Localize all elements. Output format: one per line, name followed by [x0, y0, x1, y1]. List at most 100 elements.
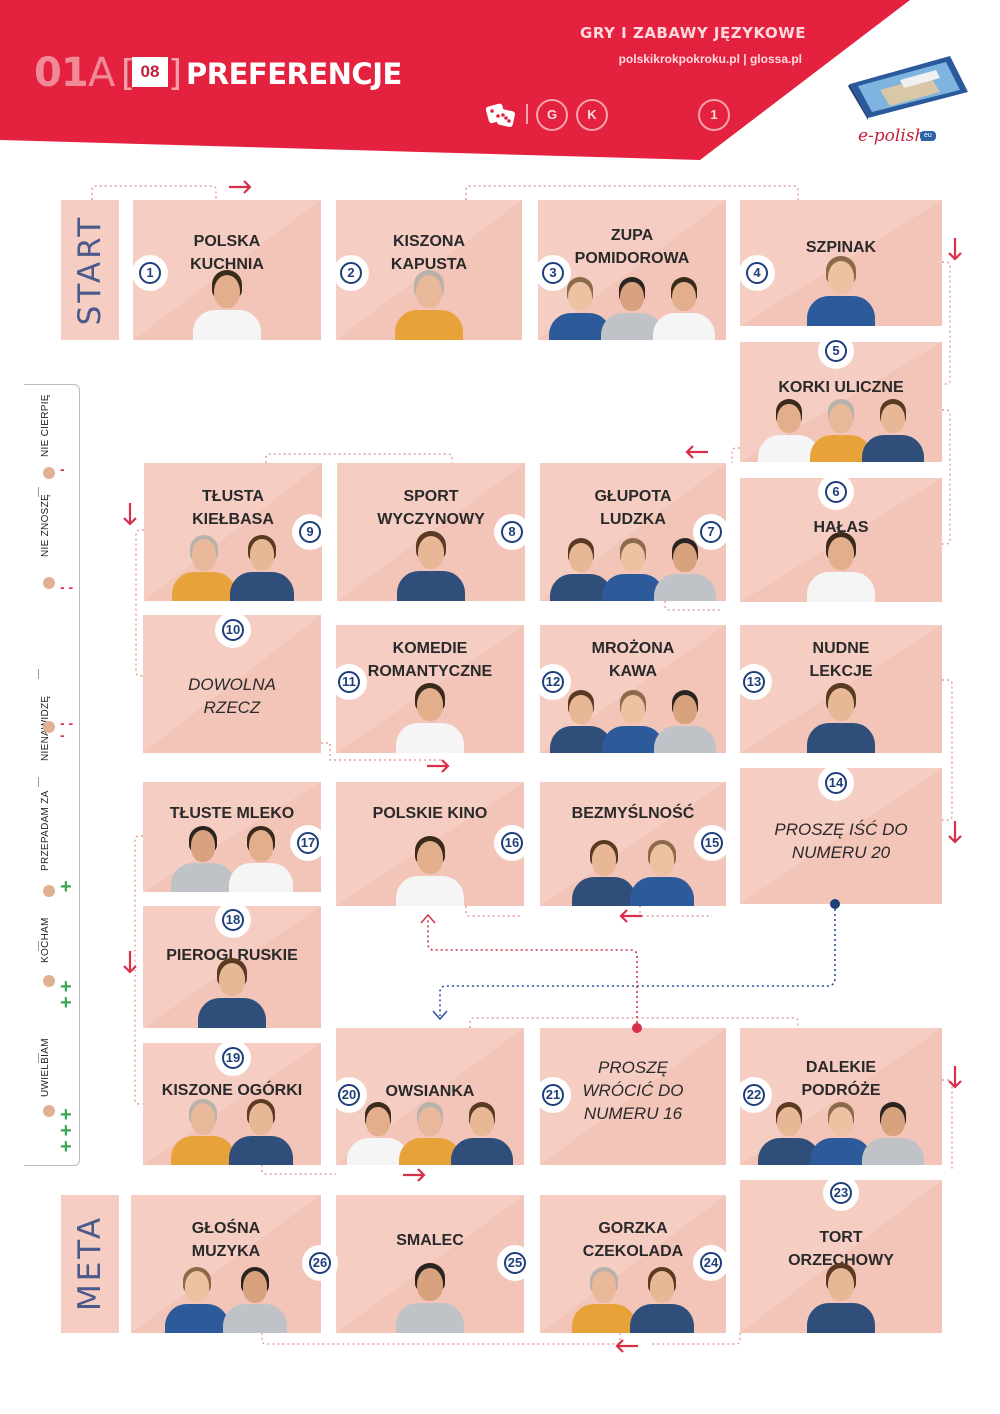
tile-label-line: ROMANTYCZNE: [367, 663, 493, 680]
tile-label-line: RZECZ: [203, 698, 261, 717]
tile-label-line: LEKCJE: [809, 663, 873, 680]
person-face: [248, 1103, 274, 1135]
tile-number: 22: [746, 1087, 762, 1102]
connector-15-16: [639, 906, 712, 917]
tile-label-line: SZPINAK: [805, 239, 877, 256]
tile-label-line: TŁUSTE MLEKO: [169, 805, 295, 822]
legend-separator: [38, 941, 39, 951]
person-torso: [807, 295, 875, 326]
tile-label-line: MROŻONA: [591, 640, 675, 657]
person-face: [591, 1271, 617, 1303]
person-illustration: [228, 824, 294, 892]
person-torso: [571, 1304, 637, 1333]
person-illustration: [807, 254, 875, 326]
person-torso: [229, 572, 295, 601]
tile-label-line: BEZMYŚLNOŚĆ: [571, 805, 695, 822]
person-face: [881, 1106, 905, 1137]
person-illustration: [602, 688, 664, 753]
tile-label-line: KAPUSTA: [390, 256, 468, 273]
tile-number-badge: 4: [739, 255, 775, 291]
person-face: [881, 403, 905, 434]
direction-arrow-icon: [685, 445, 708, 459]
legend-separator: [38, 1053, 39, 1063]
tile-number: 3: [549, 265, 557, 280]
person-illustration: [549, 275, 611, 340]
person-face: [620, 281, 644, 312]
person-face: [569, 694, 593, 725]
person-torso: [549, 312, 611, 340]
tile-label-line: GORZKA: [598, 1220, 668, 1237]
tile-number-badge: 8: [494, 514, 530, 550]
tile-label: GŁUPOTA LUDZKA: [546, 485, 720, 531]
tile-label-line: WYCZYNOWY: [377, 511, 485, 528]
connector-7-6: [664, 601, 722, 611]
tile-number-badge: 26: [302, 1245, 338, 1281]
tile-label-line: KUCHNIA: [190, 256, 264, 273]
legend-separator: [38, 777, 39, 787]
person-face: [777, 403, 801, 434]
person-illustration: [164, 1265, 230, 1333]
tile-number-badge: 17: [290, 825, 326, 861]
person-torso: [654, 725, 716, 753]
tile-number-badge: 18: [215, 902, 251, 938]
tile-number: 20: [341, 1087, 357, 1102]
tile-shading: [540, 782, 726, 906]
tile-label-line: KORKI ULICZNE: [778, 379, 904, 396]
person-illustration: [228, 1097, 294, 1165]
legend-label: PRZEPADAM ZA: [40, 790, 51, 871]
header-banner: [0, 0, 910, 160]
legend-face-icon: [43, 975, 55, 987]
legend-face-icon: [43, 1105, 55, 1117]
tile-number-badge: 15: [694, 825, 730, 861]
tile-label-line: SPORT: [403, 488, 459, 505]
person-face: [621, 542, 645, 573]
person-torso: [550, 725, 612, 753]
tile-label-line: POLSKA: [193, 233, 261, 250]
person-torso: [862, 434, 924, 462]
person-face: [248, 830, 274, 862]
person-illustration: [396, 1261, 464, 1333]
person-illustration: [807, 530, 875, 602]
person-torso: [228, 1136, 294, 1165]
person-torso: [396, 1302, 464, 1333]
tile-label-line: GŁUPOTA: [594, 488, 672, 505]
person-face: [672, 281, 696, 312]
tile-label-line: KISZONE OGÓRKI: [161, 1082, 303, 1099]
tile-number: 15: [704, 835, 720, 850]
direction-arrow-icon: [619, 909, 642, 923]
legend: UWIELBIAM+++KOCHAM++PRZEPADAM ZA+NIENAWI…: [24, 384, 80, 1166]
tile-shading: [143, 1043, 321, 1165]
direction-arrow-icon: [427, 759, 450, 773]
connector-16-17: [465, 906, 520, 917]
person-face: [829, 403, 853, 434]
person-illustration: [399, 1100, 461, 1165]
tile-label-line: LUDZKA: [600, 511, 666, 528]
connector-21-22: [469, 1017, 799, 1028]
person-face: [417, 688, 443, 722]
board-tile-6: HAŁAS: [740, 478, 942, 602]
person-illustration: [451, 1100, 513, 1165]
tile-label-line: KISZONA: [393, 233, 465, 250]
person-face: [219, 963, 245, 997]
legend-label: NIE ZNOSZĘ: [40, 493, 51, 557]
person-illustration: [229, 533, 295, 601]
person-torso: [396, 875, 464, 906]
tile-label-line: POLSKIE KINO: [372, 805, 488, 822]
person-face: [416, 275, 442, 309]
person-torso: [396, 722, 464, 753]
person-face: [242, 1271, 268, 1303]
person-face: [418, 536, 444, 570]
tile-shading: [540, 1195, 726, 1333]
person-illustration: [810, 1100, 872, 1165]
start-label: START: [72, 214, 108, 326]
tile-label-line: NUDNE: [812, 640, 870, 657]
tile-number: 6: [832, 484, 840, 499]
start-label-box: START: [61, 200, 119, 340]
person-illustration: [193, 268, 261, 340]
legend-separator: [38, 669, 39, 679]
tile-label: KORKI ULICZNE: [746, 376, 936, 399]
finish-label: META: [72, 1214, 108, 1312]
